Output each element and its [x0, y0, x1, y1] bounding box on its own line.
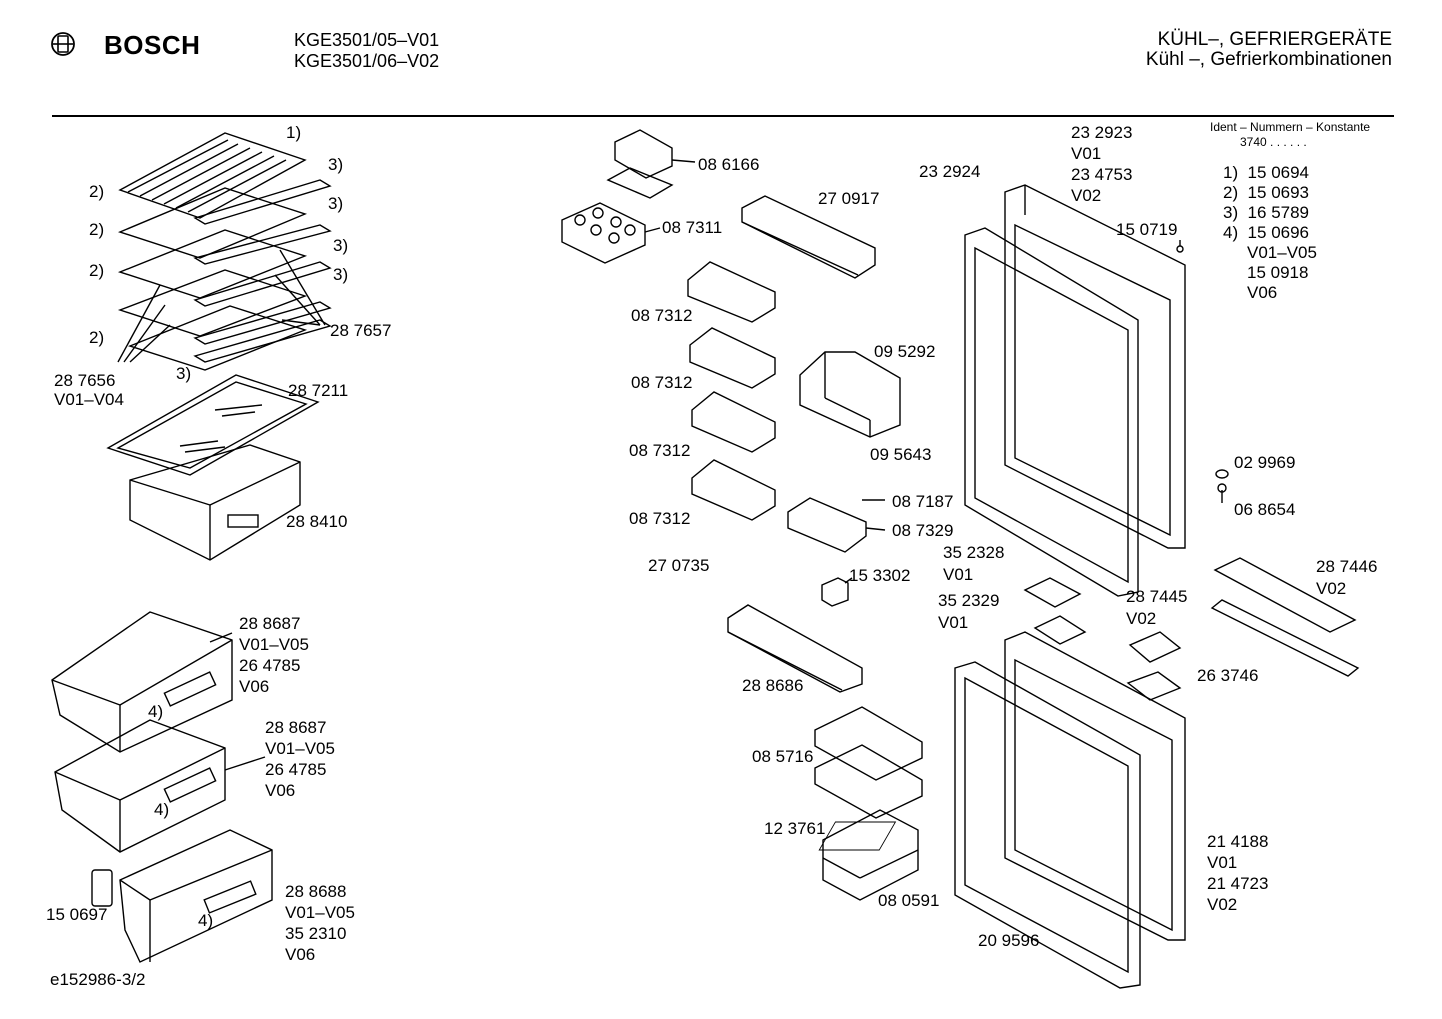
- small-parts-drawing: [1023, 469, 1360, 701]
- bosch-armature-icon: [51, 32, 75, 56]
- ident-entry: 2) 15 0693: [1223, 183, 1310, 202]
- ident-constant: 3740 . . . . . .: [1240, 135, 1307, 149]
- part-number: 08 7312: [631, 306, 693, 325]
- part-number: 28 8686: [742, 676, 804, 695]
- ident-entry: 3) 16 5789: [1223, 203, 1310, 222]
- part-number: 28 8687 V01–V05 26 4785 V06: [265, 718, 335, 800]
- document-title: KÜHL–, GEFRIERGERÄTE Kühl –, Gefrierkomb…: [1146, 30, 1392, 70]
- part-number: 08 7329: [892, 521, 954, 540]
- part-number: 27 0917: [818, 189, 880, 208]
- part-number: 15 0719: [1116, 220, 1178, 239]
- title-line-2: Kühl –, Gefrierkombinationen: [1145, 49, 1392, 70]
- ref-label: 4): [198, 911, 214, 930]
- part-number: 28 8410: [286, 512, 348, 531]
- ref-label: 2): [89, 328, 105, 347]
- part-number: 08 7187: [892, 492, 954, 511]
- ref-label: 3): [328, 155, 344, 174]
- part-number: 28 7211: [288, 381, 349, 400]
- part-number: 21 4188 V01 21 4723 V02: [1207, 832, 1269, 914]
- part-number: 08 0591: [878, 891, 940, 910]
- part-number: 23 2923 V01 23 4753 V02: [1071, 123, 1133, 205]
- ref-label: 4): [154, 800, 170, 819]
- part-number: 28 7445 V02: [1126, 587, 1188, 628]
- ref-label: 3): [176, 364, 192, 383]
- bosch-logo: [50, 31, 76, 62]
- ice-accessories-drawing: [814, 706, 923, 901]
- brand-name: BOSCH: [104, 30, 201, 60]
- part-number: 28 7656 V01–V04: [54, 371, 124, 409]
- ident-entry: 1) 15 0694: [1223, 163, 1310, 182]
- ref-label: 3): [333, 236, 349, 255]
- ident-heading: Ident – Nummern – Konstante: [1210, 120, 1371, 134]
- part-number: 28 8687 V01–V05 26 4785 V06: [239, 614, 309, 696]
- crisper-cover-drawing: [106, 374, 320, 561]
- ref-label: 2): [89, 220, 105, 239]
- ref-label: 2): [89, 261, 105, 280]
- part-number: 08 5716: [752, 747, 814, 766]
- title-line-1: KÜHL–, GEFRIERGERÄTE: [1157, 29, 1392, 50]
- ident-entry: 15 0918: [1247, 263, 1309, 282]
- part-number: 09 5643: [870, 445, 932, 464]
- ref-label: 2): [89, 182, 105, 201]
- ref-label: 4): [148, 702, 164, 721]
- part-number: 08 7312: [631, 373, 693, 392]
- model-numbers: KGE3501/05–V01 KGE3501/06–V02: [294, 30, 439, 72]
- part-number: 35 2329 V01: [938, 591, 1000, 632]
- part-number: 28 8688 V01–V05 35 2310 V06: [285, 882, 355, 964]
- freezer-door-drawing: [954, 631, 1186, 989]
- ref-label: 3): [333, 265, 349, 284]
- door-shelves-drawing: [561, 129, 901, 693]
- fridge-door-drawing: [964, 184, 1186, 597]
- ident-entry: V01–V05: [1247, 243, 1317, 262]
- ref-label: 3): [328, 194, 344, 213]
- part-number: 09 5292: [874, 342, 936, 361]
- part-number: 12 3761: [764, 819, 826, 838]
- part-number: 06 8654: [1234, 500, 1296, 519]
- ice-cube-grid: [818, 821, 897, 851]
- drawing-id: e152986-3/2: [50, 970, 146, 989]
- part-number: 20 9596: [978, 931, 1040, 950]
- part-number: 08 7311: [662, 218, 723, 237]
- model-1: KGE3501/05–V01: [294, 30, 440, 50]
- part-number: 08 7312: [629, 509, 691, 528]
- part-number: 28 7446 V02: [1316, 557, 1378, 598]
- part-number: 15 0697: [46, 905, 108, 924]
- part-number: 28 7657: [330, 321, 392, 340]
- glass-shelves-drawing: [117, 132, 332, 371]
- ident-entry: 4) 15 0696: [1223, 223, 1310, 242]
- part-number: 27 0735: [648, 556, 710, 575]
- part-number: 23 2924: [919, 162, 981, 181]
- vegetable-drawers-drawing: [51, 611, 273, 963]
- model-2: KGE3501/06–V02: [294, 51, 440, 71]
- part-number: 15 3302: [849, 566, 911, 585]
- part-number: 08 7312: [629, 441, 691, 460]
- part-number: 35 2328 V01: [943, 543, 1005, 584]
- part-number: 02 9969: [1234, 453, 1296, 472]
- ident-entry: V06: [1247, 283, 1278, 302]
- part-number: 08 6166: [698, 155, 760, 174]
- part-number: 26 3746: [1197, 666, 1259, 685]
- ref-label: 1): [286, 123, 302, 142]
